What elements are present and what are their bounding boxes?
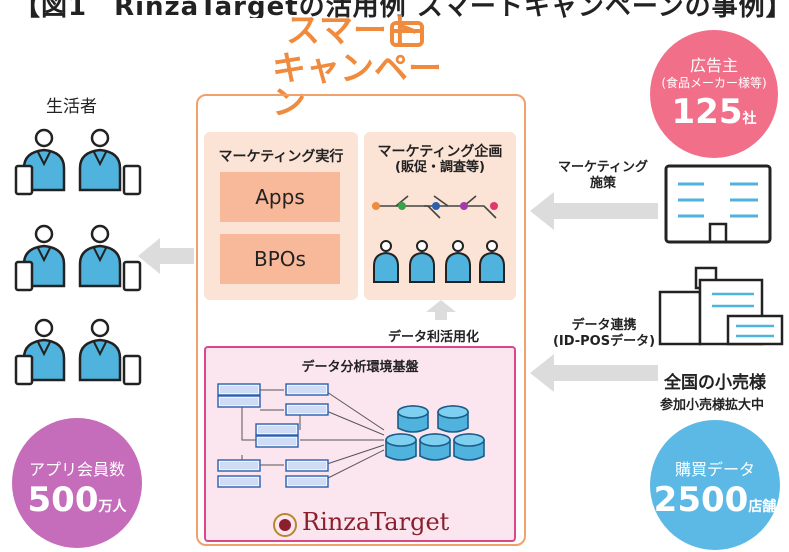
- brand-line2: キャンペーン: [272, 49, 442, 123]
- rinza-logo: RinzaTarget: [272, 508, 460, 542]
- consumers-label: 生活者: [46, 97, 97, 117]
- arrow-marketing-label: マーケティング 施策: [548, 160, 658, 192]
- person-icon: [14, 224, 66, 292]
- header-title: 【図1 RinzaTargetの活用例 スマートキャンペーンの事例】: [14, 0, 789, 18]
- app-members-title: アプリ会員数: [28, 460, 125, 479]
- app-members-count: 500: [27, 480, 99, 520]
- advertiser-sub: (食品メーカー様等): [661, 76, 767, 90]
- analysis-title: データ分析環境基盤: [301, 360, 419, 375]
- arrow-data-line1: データ連携: [571, 318, 637, 333]
- planner-icons: [373, 240, 505, 283]
- data-utilization-label: データ利活用化: [388, 330, 480, 345]
- advertiser-building-icon: [664, 164, 772, 244]
- advertiser-count: 125: [671, 92, 743, 132]
- person-icon: [14, 318, 66, 386]
- advertiser-circle: 広告主 (食品メーカー様等) 125社: [650, 30, 778, 158]
- node-purple: [460, 202, 468, 210]
- marketing-planning-sub: (販促・調査等): [395, 160, 485, 175]
- retailers-title: 全国の小売様: [664, 373, 766, 393]
- platform-container: [196, 94, 526, 546]
- network-diagram: [217, 383, 485, 488]
- logo-emblem-icon: [273, 513, 297, 537]
- node-orange: [372, 202, 380, 210]
- brand-logo: スマート キャンペーン: [272, 14, 462, 120]
- app-members-circle: アプリ会員数 500万人: [12, 418, 142, 548]
- marketing-execution-title: マーケティング実行: [218, 149, 344, 165]
- node-blue: [432, 202, 440, 210]
- purchase-data-circle: 購買データ 2500店舗: [650, 420, 780, 550]
- advertiser-title: 広告主: [689, 56, 738, 75]
- arrow-marketing-line1: マーケティング: [558, 160, 648, 175]
- header-bar: 【図1 RinzaTargetの活用例 スマートキャンペーンの事例】: [0, 0, 789, 18]
- arrow-data: [530, 354, 658, 392]
- marketing-planning-title: マーケティング企画: [377, 144, 503, 160]
- purchase-title: 購買データ: [674, 460, 755, 479]
- app-members-unit: 万人: [98, 499, 127, 515]
- purchase-unit: 店舗: [748, 499, 777, 515]
- arrow-data-label: データ連携 (ID-POSデータ): [548, 318, 660, 350]
- person-icon: [78, 224, 142, 292]
- arrow-marketing-line2: 施策: [589, 176, 616, 191]
- advertiser-unit: 社: [742, 111, 757, 127]
- person-icon: [78, 128, 142, 196]
- arrow-to-consumers: [138, 238, 194, 274]
- planning-illustration: [372, 195, 505, 283]
- arrow-marketing: [530, 192, 658, 230]
- arrow-up: [426, 300, 456, 320]
- node-red: [490, 202, 498, 210]
- card-icon: [390, 21, 424, 47]
- consumers-group: [14, 128, 142, 386]
- arrow-data-line2: (ID-POSデータ): [552, 334, 656, 349]
- node-green: [398, 202, 406, 210]
- purchase-count: 2500: [653, 480, 749, 520]
- logo-text: RinzaTarget: [302, 508, 450, 536]
- retail-buildings-icon: [658, 266, 784, 346]
- retailers-sub: 参加小売様拡大中: [660, 398, 765, 413]
- database-icons: [385, 405, 485, 461]
- apps-box: Apps: [220, 172, 340, 222]
- server-icons: [217, 383, 329, 488]
- person-icon: [14, 128, 66, 196]
- person-icon: [78, 318, 142, 386]
- bpos-box: BPOs: [220, 234, 340, 284]
